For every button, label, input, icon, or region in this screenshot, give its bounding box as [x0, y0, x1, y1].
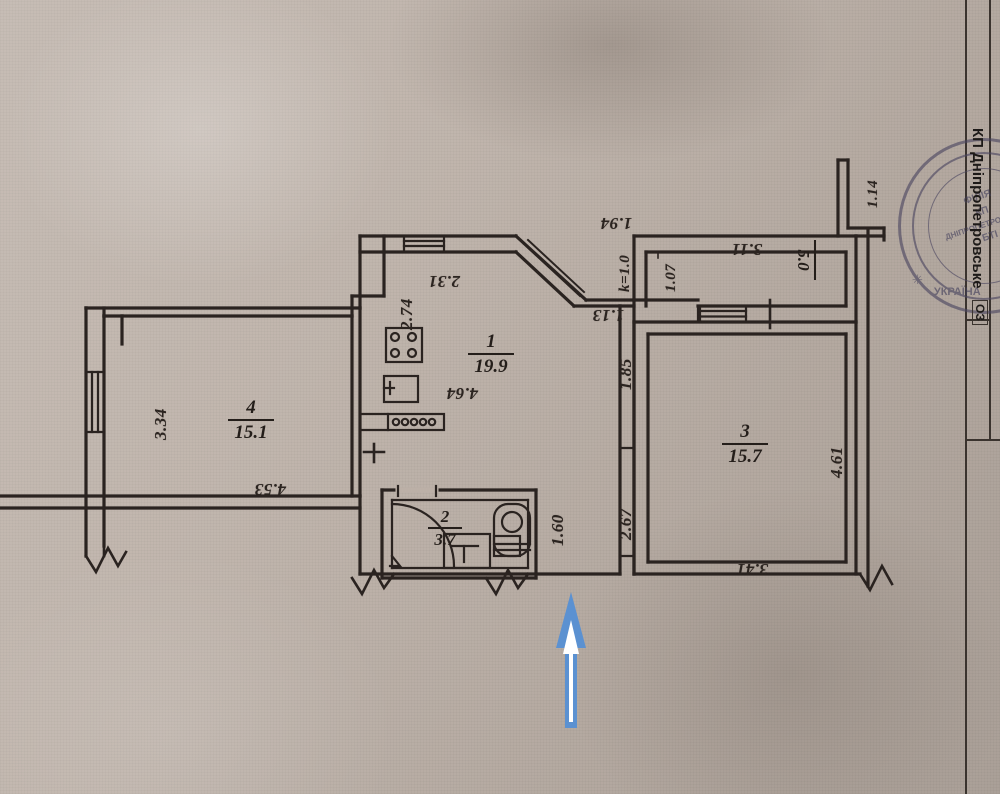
- dimension-1-07: 1.07: [663, 263, 679, 292]
- room-area-5: 5.0: [794, 249, 813, 271]
- stove-fixture: [384, 326, 424, 364]
- room-rule-5: [814, 240, 816, 280]
- room-rule-2: [428, 527, 462, 529]
- dimension-k-1-0: k=1.0: [617, 254, 633, 292]
- door-leaf: [388, 554, 403, 568]
- radiator-fixture: [386, 412, 446, 432]
- dimension-1-60: 1.60: [548, 514, 567, 546]
- dimension-4-64: 4.64: [446, 384, 478, 403]
- room-label-2: 2 3.7: [428, 508, 462, 548]
- room-number-4: 4: [246, 397, 256, 418]
- margin-box-title: КП Дніпропетровське: [969, 128, 986, 289]
- toilet-fixture: [442, 532, 492, 570]
- sink-fixture: [382, 374, 420, 404]
- dimension-1-85: 1.85: [616, 358, 635, 390]
- room-area-1: 19.9: [474, 356, 508, 377]
- dimension-1-13: 1.13: [592, 306, 624, 325]
- wall-break-bottom-center: [484, 567, 530, 597]
- wall-break-bottom-left: [350, 567, 396, 597]
- room-label-5-wrapper: 5.0: [794, 240, 818, 280]
- room-rule-1: [468, 353, 514, 355]
- room-number-1: 1: [486, 331, 496, 352]
- room-rule-4: [228, 419, 274, 421]
- dimension-3-11: 3.11: [731, 240, 762, 259]
- wall-room1-diagonal-inner: [513, 249, 577, 309]
- margin-box-code: ОЗ: [972, 300, 988, 325]
- room-area-3: 15.7: [728, 446, 762, 467]
- wall-break-right: [858, 563, 894, 593]
- room-number-2: 2: [440, 507, 450, 526]
- dimension-1-14: 1.14: [865, 179, 881, 208]
- room-label-1: 1 19.9: [468, 332, 514, 376]
- dimension-3-41: 3.41: [736, 560, 768, 579]
- dimension-4-53: 4.53: [254, 480, 286, 499]
- blue-arrow-annotation: [556, 592, 586, 728]
- window-corridor: [698, 304, 748, 324]
- dimension-1-94: 1.94: [600, 214, 632, 233]
- room-area-4: 15.1: [234, 422, 268, 443]
- window-top: [402, 234, 446, 254]
- wall-break-left: [84, 545, 128, 575]
- door-swing-arc: [390, 502, 456, 568]
- room-label-4: 4 15.1: [228, 398, 274, 442]
- room-number-5: [817, 240, 818, 280]
- dimension-2-31: 2.31: [428, 272, 460, 291]
- arrow-inner-shape: [563, 620, 579, 722]
- bathtub-fixture: [492, 502, 532, 558]
- dimension-2-74: 2.74: [397, 298, 416, 330]
- dimension-4-61: 4.61: [827, 446, 846, 478]
- window-bay: [522, 238, 586, 298]
- room-rule-3: [722, 443, 768, 445]
- room-label-5: 5.0: [794, 240, 818, 280]
- dimension-3-34: 3.34: [151, 408, 170, 440]
- window-left: [84, 370, 106, 434]
- dimension-2-67: 2.67: [616, 508, 635, 540]
- room-label-3: 3 15.7: [722, 422, 768, 466]
- room-area-2: 3.7: [434, 530, 456, 549]
- dimension-ticks: [645, 251, 659, 265]
- room-number-3: 3: [740, 421, 750, 442]
